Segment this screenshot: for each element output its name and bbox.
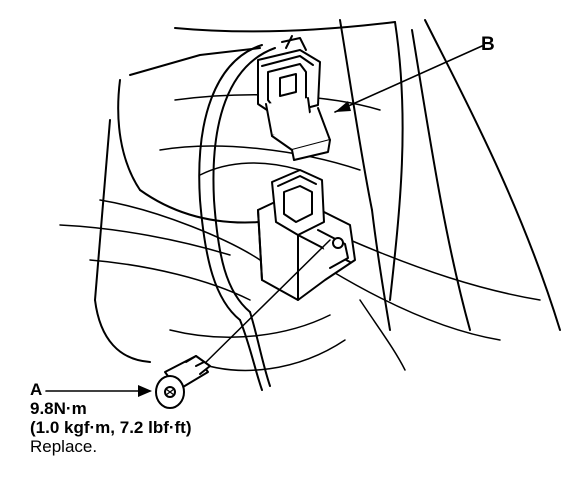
bolt-a	[155, 355, 211, 409]
connector-b	[257, 35, 331, 161]
sensor-body	[257, 169, 356, 301]
torque-spec-alt-units: (1.0 kgf·m, 7.2 lbf·ft)	[30, 418, 192, 437]
callout-label-a: A	[30, 380, 43, 399]
callout-label-b: B	[481, 34, 495, 55]
callout-a: A 9.8N·m (1.0 kgf·m, 7.2 lbf·ft) Replace…	[30, 380, 192, 456]
replace-note: Replace.	[30, 437, 98, 456]
leader-b	[334, 45, 483, 113]
torque-spec-nm: 9.8N·m	[30, 399, 87, 418]
bolt-alignment-line	[199, 239, 331, 369]
leader-a	[45, 385, 152, 397]
chassis-outline	[59, 19, 561, 372]
